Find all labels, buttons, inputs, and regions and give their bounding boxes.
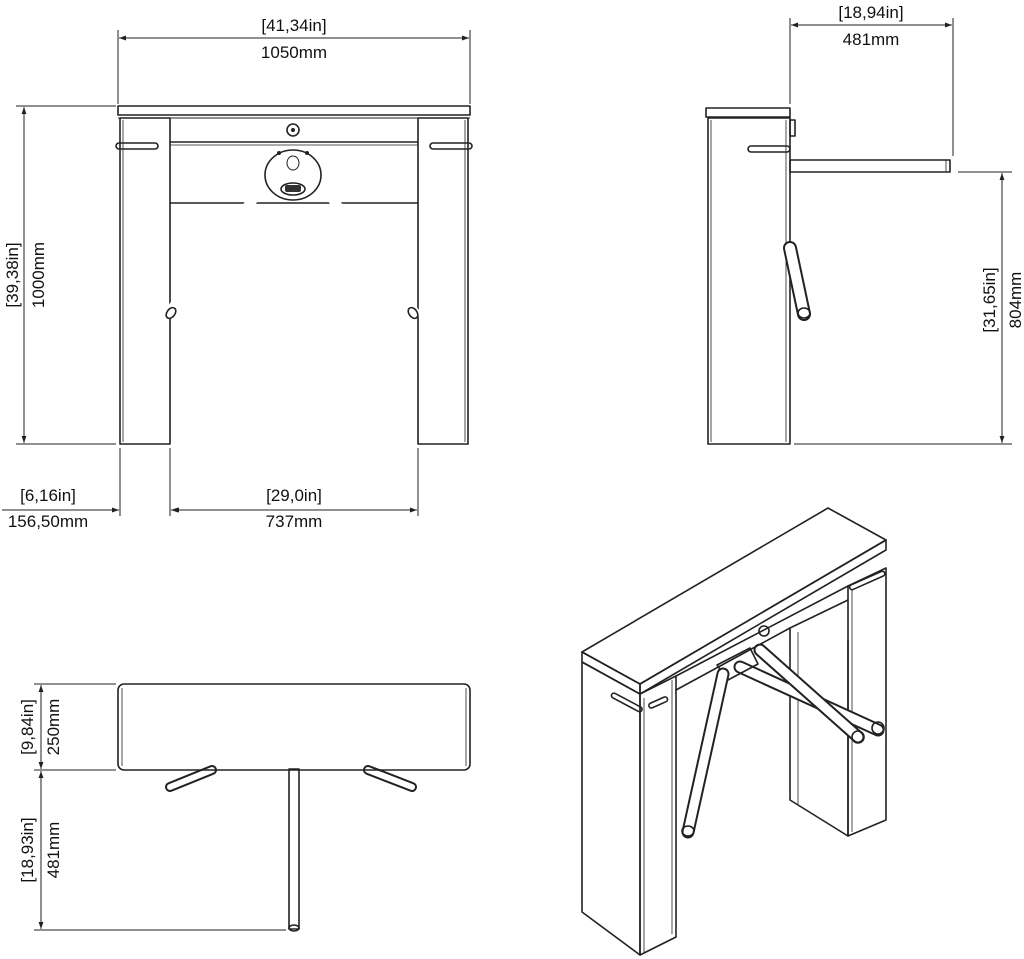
passage-width-inch: [29,0in] <box>266 486 322 505</box>
front-width-mm: 1050mm <box>261 43 327 62</box>
front-width-inch: [41,34in] <box>261 16 326 35</box>
cabinet-depth-dimension: [9,84in] 250mm <box>18 683 116 771</box>
post-width-inch: [6,16in] <box>20 486 76 505</box>
top-view <box>117 683 471 932</box>
arm-length-mm: 481mm <box>44 822 63 879</box>
arm-length-dimension: [18,93in] 481mm <box>18 771 286 931</box>
cabinet-depth-inch: [9,84in] <box>18 699 37 755</box>
passage-width-dimension: [29,0in] 737mm <box>172 448 419 531</box>
arm-height-mm: 804mm <box>1006 272 1024 329</box>
post-width-mm: 156,50mm <box>8 512 88 531</box>
arm-reach-mm: 481mm <box>843 30 900 49</box>
cabinet-depth-mm: 250mm <box>44 699 63 756</box>
front-height-inch: [39,38in] <box>3 242 22 307</box>
isometric-view <box>581 507 887 956</box>
side-view <box>705 107 951 445</box>
front-height-dimension: [39,38in] 1000mm <box>3 105 116 445</box>
front-view <box>115 105 473 445</box>
post-width-dimension: [6,16in] 156,50mm <box>2 448 178 531</box>
front-height-mm: 1000mm <box>29 242 48 308</box>
arm-reach-inch: [18,94in] <box>838 3 903 22</box>
passage-width-mm: 737mm <box>266 512 323 531</box>
arm-length-inch: [18,93in] <box>18 817 37 882</box>
arm-reach-dimension: [18,94in] 481mm <box>789 3 954 156</box>
arm-height-dimension: [31,65in] 804mm <box>794 171 1024 445</box>
arm-height-inch: [31,65in] <box>980 267 999 332</box>
front-width-dimension: [41,34in] 1050mm <box>117 16 471 104</box>
